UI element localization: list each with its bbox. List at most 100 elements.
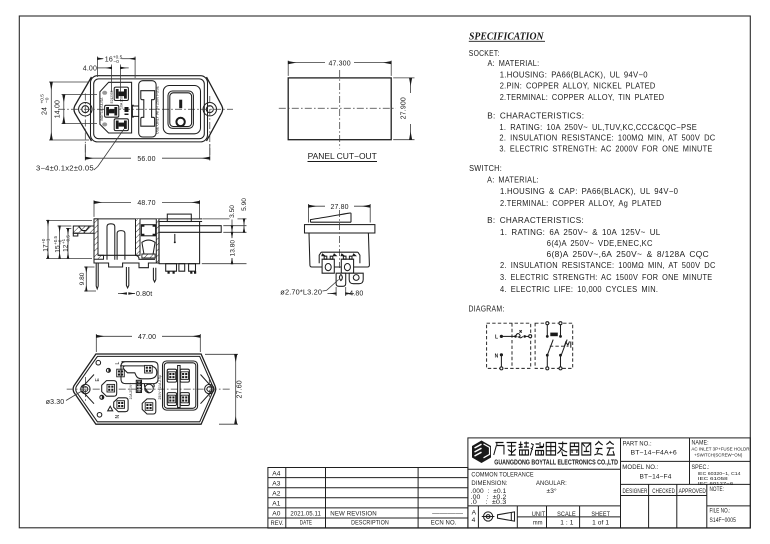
svg-text:5.90: 5.90 (241, 198, 248, 211)
svg-text:GUANGDONG BOYTALL ELECTRONICS: GUANGDONG BOYTALL ELECTRONICS CO.,LTD (494, 459, 618, 466)
svg-text:56.00: 56.00 (137, 156, 155, 163)
svg-text:A: MATERIAL:: A: MATERIAL: (488, 59, 540, 68)
svg-text:L: L (495, 334, 498, 340)
svg-text:NOTE:: NOTE: (710, 486, 725, 493)
svg-text:+0: +0 (41, 238, 46, 244)
svg-text:APPROVED: APPROVED (679, 488, 706, 495)
svg-text:1 : 1: 1 : 1 (560, 519, 574, 526)
svg-text:N: N (115, 415, 121, 419)
svg-text:DIAGRAM:: DIAGRAM: (469, 305, 505, 314)
svg-text:4.00: 4.00 (83, 66, 97, 73)
svg-text:2.TERMINAL: COPPER ALLOY, A: 2.TERMINAL: COPPER ALLOY, Ag PLATED (500, 199, 662, 208)
svg-text:2021.05.11: 2021.05.11 (290, 511, 321, 518)
svg-text:ø2.70*L3.20: ø2.70*L3.20 (280, 290, 322, 297)
svg-text:−0: −0 (57, 239, 62, 245)
svg-text:ø3.30: ø3.30 (46, 399, 65, 406)
svg-text:A3: A3 (272, 481, 280, 488)
svg-text:10A 250V~: 10A 250V~ (119, 92, 123, 109)
svg-text:+1: +1 (61, 238, 66, 244)
svg-text:E: E (95, 378, 101, 382)
svg-text:DIMENSION:: DIMENSION: (471, 480, 507, 487)
svg-text:N: N (495, 354, 499, 360)
svg-text:S14F−0005: S14F−0005 (710, 517, 737, 524)
svg-text:−0: −0 (44, 97, 50, 103)
svg-text:12: 12 (63, 244, 70, 252)
svg-text:24: 24 (42, 107, 49, 115)
svg-text:SHEET: SHEET (591, 511, 610, 518)
svg-text:3. ELECTRIC STRENGTH: AC 2: 3. ELECTRIC STRENGTH: AC 2000V FOR ONE M… (499, 144, 712, 153)
svg-text:mm: mm (533, 519, 543, 526)
svg-text:DESIGNER: DESIGNER (623, 488, 648, 495)
svg-text:.000 : ±0.1: .000 : ±0.1 (471, 488, 507, 495)
svg-text:E212355: E212355 (110, 90, 114, 103)
svg-text:PANEL CUT−OUT: PANEL CUT−OUT (308, 152, 377, 161)
svg-text:48.70: 48.70 (137, 200, 155, 207)
svg-text:DATE: DATE (300, 520, 313, 527)
svg-text:+0.5: +0.5 (53, 235, 58, 244)
svg-text:+0.5: +0.5 (113, 54, 123, 60)
svg-text:47.00: 47.00 (138, 334, 156, 341)
svg-text:SPEC.:: SPEC.: (692, 464, 710, 471)
svg-text:±3°: ±3° (547, 487, 557, 495)
svg-text:SCALE: SCALE (557, 511, 576, 518)
svg-text:B: CHARACTERISTICS:: B: CHARACTERISTICS: (487, 216, 584, 225)
svg-text:USE ONLY WITH 250V FUSE: USE ONLY WITH 250V FUSE (155, 85, 159, 134)
svg-text:1.HOUSING & CAP: PA66(BLACK: 1.HOUSING & CAP: PA66(BLACK), UL 94V−0 (500, 187, 679, 196)
svg-text:A4: A4 (272, 470, 280, 477)
svg-text:NEW REVISION: NEW REVISION (330, 511, 377, 518)
svg-text:A: MATERIAL:: A: MATERIAL: (487, 175, 539, 184)
svg-text:IEC 60127−6: IEC 60127−6 (698, 481, 734, 487)
svg-text:1 of 1: 1 of 1 (592, 519, 609, 526)
svg-text:+SWITCH(SCREW−ON): +SWITCH(SCREW−ON) (694, 453, 743, 459)
svg-text:B: CHARACTERISTICS:: B: CHARACTERISTICS: (487, 112, 584, 121)
svg-text:16: 16 (105, 56, 113, 63)
svg-text:6(8)A 250V~,6A 250V~ & 8/1: 6(8)A 250V~,6A 250V~ & 8/128A CQC (547, 250, 710, 259)
svg-text:L: L (115, 362, 121, 365)
svg-text:3.50: 3.50 (229, 205, 236, 218)
svg-text:IEC 61058: IEC 61058 (698, 476, 728, 482)
svg-text:BT−14−F4A+6: BT−14−F4A+6 (631, 450, 678, 457)
svg-text:15: 15 (54, 245, 61, 253)
svg-text:1. RATING: 10A 250V~ UL,TU: 1. RATING: 10A 250V~ UL,TUV,KC,CCC&CQC−P… (499, 123, 697, 132)
svg-text:0.80t: 0.80t (136, 291, 152, 298)
svg-text:SOCKET:: SOCKET: (469, 49, 500, 58)
svg-text:BO/T14L/UL/SA: BO/T14L/UL/SA (100, 97, 104, 121)
svg-text:1. RATING: 6A 250V~ & 10A: 1. RATING: 6A 250V~ & 10A 125V~ UL (500, 228, 661, 237)
svg-text:IEC 60320−1, C14: IEC 60320−1, C14 (698, 471, 741, 477)
svg-text:A2: A2 (272, 491, 280, 498)
svg-text:4: 4 (472, 517, 476, 524)
svg-text:UNIT: UNIT (532, 511, 546, 518)
svg-text:−1: −1 (45, 238, 50, 244)
svg-text:27.60: 27.60 (237, 380, 244, 398)
svg-text:3−4±0.1x2±0.05: 3−4±0.1x2±0.05 (36, 166, 94, 173)
svg-text:A1: A1 (272, 500, 280, 507)
svg-text:PART NO.:: PART NO.: (623, 441, 652, 448)
svg-text:1.HOUSING: PA66(BLACK), UL: 1.HOUSING: PA66(BLACK), UL 94V−0 (500, 70, 649, 79)
svg-text:A: A (472, 509, 477, 516)
svg-text:4. ELECTRIC LIFE: 10,000 C: 4. ELECTRIC LIFE: 10,000 CYCLES MIN. (500, 285, 658, 294)
svg-text:27.80: 27.80 (330, 204, 348, 211)
svg-text:3. ELECTRIC STRENGTH: AC 1: 3. ELECTRIC STRENGTH: AC 1500V FOR ONE M… (500, 273, 712, 282)
svg-text:27.900: 27.900 (401, 97, 408, 119)
svg-text:17: 17 (42, 244, 49, 252)
svg-text:14.00: 14.00 (55, 100, 62, 118)
svg-text:4.80: 4.80 (349, 291, 363, 298)
svg-text:10A 250V~: 10A 250V~ (129, 383, 133, 400)
svg-text:SWITCH:: SWITCH: (469, 164, 502, 173)
svg-text:2.TERMINAL: COPPER ALLOY, T: 2.TERMINAL: COPPER ALLOY, TIN PLATED (500, 93, 665, 102)
svg-text:2. INSULATION RESISTANCE: 1: 2. INSULATION RESISTANCE: 100MΩ MIN, AT … (499, 134, 715, 143)
svg-text:−0: −0 (113, 59, 119, 65)
svg-text:ANGULAR:: ANGULAR: (536, 480, 567, 487)
svg-text:ECN NO.: ECN NO. (431, 520, 457, 527)
svg-text:+0.5: +0.5 (40, 94, 46, 104)
svg-text:CHECKED: CHECKED (652, 488, 675, 495)
svg-text:MODEL NO.:: MODEL NO.: (622, 464, 658, 471)
svg-text:FILE NO.:: FILE NO.: (710, 507, 731, 514)
svg-text:————: ———— (432, 510, 463, 517)
svg-text:9.80: 9.80 (79, 272, 86, 285)
svg-text:250V~ 10A 2.5µ: 250V~ 10A 2.5µ (158, 375, 162, 399)
svg-text:2. INSULATION RESISTANCE: 1: 2. INSULATION RESISTANCE: 100MΩ MIN, AT … (500, 261, 716, 270)
svg-text:REV.: REV. (271, 520, 284, 527)
svg-text:AC INLET 3P+FUSE HOLDR: AC INLET 3P+FUSE HOLDR (691, 446, 750, 452)
svg-text:.0 : ±0.3: .0 : ±0.3 (471, 499, 507, 506)
